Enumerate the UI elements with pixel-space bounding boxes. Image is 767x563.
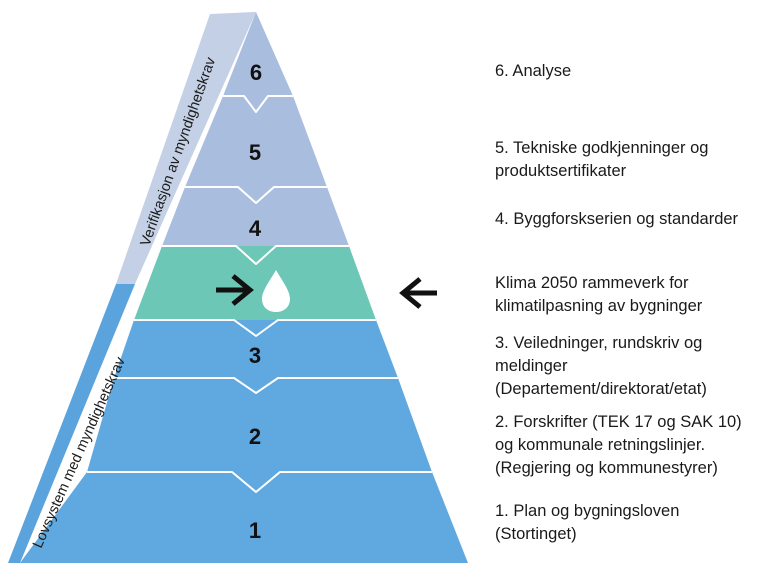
lower-side-strip — [8, 284, 135, 563]
divider-5-4 — [185, 186, 327, 204]
level-6-description: 6. Analyse — [495, 62, 572, 80]
divider-6-5 — [223, 95, 293, 113]
level-3-number: 3 — [249, 343, 261, 368]
level-6-number: 6 — [250, 60, 262, 85]
climate-framework-description: Klima 2050 rammeverk for klimatilpasning… — [495, 274, 703, 315]
divider-2-1 — [87, 471, 432, 493]
level-1-description: 1. Plan og bygningsloven (Stortinget) — [495, 502, 680, 543]
divider-3-2 — [114, 377, 398, 394]
level-2-number: 2 — [249, 424, 261, 449]
climate-framework-band — [134, 246, 376, 320]
level-3-description: 3. Veiledninger, rundskriv og meldinger … — [495, 334, 707, 398]
arrow-left-icon — [399, 277, 437, 309]
level-2-band — [87, 378, 432, 472]
divider-climate-3 — [134, 319, 376, 337]
level-1-number: 1 — [249, 518, 261, 543]
water-drop-icon — [262, 270, 290, 312]
divider-4-climate — [162, 245, 349, 265]
level-4-number: 4 — [249, 216, 262, 241]
level-5-band — [185, 96, 327, 187]
level-2-description: 2. Forskrifter (TEK 17 og SAK 10) og kom… — [495, 413, 742, 477]
level-4-band — [162, 187, 349, 246]
level-3-band — [114, 320, 398, 378]
level-5-description: 5. Tekniske godkjenninger og produktsert… — [495, 139, 709, 180]
arrow-right-icon — [216, 274, 254, 306]
level-1-band — [20, 472, 468, 563]
upper-side-strip — [116, 12, 256, 284]
level-5-number: 5 — [249, 140, 261, 165]
level-6-band — [223, 12, 293, 96]
level-4-description: 4. Byggforskserien og standarder — [495, 210, 739, 228]
